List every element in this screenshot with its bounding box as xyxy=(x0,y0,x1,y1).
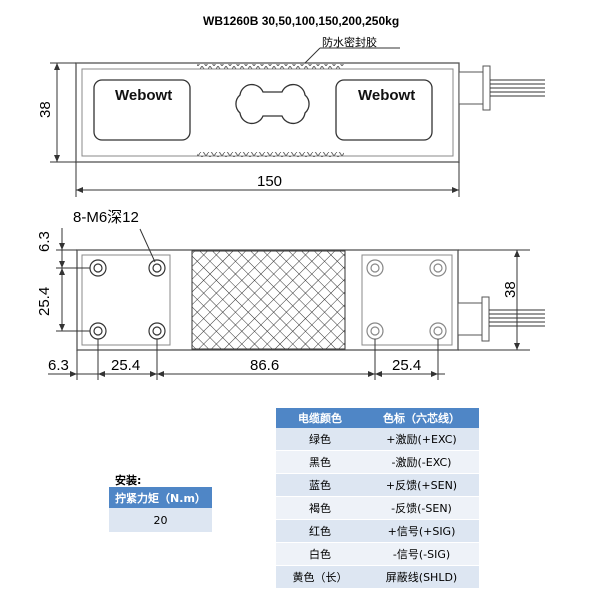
wire-color: 红色 xyxy=(276,519,364,543)
wire-color: 蓝色 xyxy=(276,473,364,497)
torque-value: 20 xyxy=(109,508,212,532)
wire-color: 绿色 xyxy=(276,428,364,451)
wire-color: 黄色（长） xyxy=(276,565,364,589)
wire-color: 白色 xyxy=(276,542,364,566)
table-row: 蓝色 +反馈(+SEN) xyxy=(276,473,479,497)
bolt-hole-right-icon xyxy=(366,259,447,340)
wire-header-code: 色标（六芯线） xyxy=(364,408,479,428)
mount-zone-left xyxy=(81,254,171,346)
seal-label: 防水密封胶 xyxy=(322,35,377,49)
hole-callout: 8-M6深12 xyxy=(73,209,139,226)
wire-table-header: 电缆颜色 色标（六芯线） xyxy=(276,408,479,428)
wire-function: -信号(-SIG) xyxy=(364,542,479,566)
table-row: 红色 +信号(+SIG) xyxy=(276,519,479,543)
wire-color-table: 电缆颜色 色标（六芯线） 绿色 +激励(+EXC) 黑色 -激励(-EXC) 蓝… xyxy=(276,408,479,589)
bottom-view: 8-M6深12 6.3 25.4 38 xyxy=(36,209,545,380)
torque-table-header: 拧紧力矩（N.m） xyxy=(109,487,212,508)
install-label: 安装: xyxy=(115,474,142,487)
table-row: 白色 -信号(-SIG) xyxy=(276,542,479,566)
label-pocket-right xyxy=(335,79,433,141)
hole-callout-leader xyxy=(139,228,156,263)
wire-color: 黑色 xyxy=(276,450,364,474)
dim-center-span: 86.6 xyxy=(250,357,279,374)
dim-top-offset: 6.3 xyxy=(36,231,53,252)
dim-top-height: 38 xyxy=(37,101,54,118)
dim-top-length: 150 xyxy=(257,173,282,190)
drawing-title: WB1260B 30,50,100,150,200,250kg xyxy=(203,14,399,28)
dim-bottom-height: 38 xyxy=(502,281,519,298)
table-row: 褐色 -反馈(-SEN) xyxy=(276,496,479,520)
table-row: 20 xyxy=(109,508,212,532)
label-pocket-left xyxy=(93,79,191,141)
mount-zone-right xyxy=(361,254,453,346)
wire-function: -反馈(-SEN) xyxy=(364,496,479,520)
table-row: 绿色 +激励(+EXC) xyxy=(276,428,479,451)
table-row: 黑色 -激励(-EXC) xyxy=(276,450,479,474)
bolt-hole-icon xyxy=(89,259,166,340)
wire-function: +激励(+EXC) xyxy=(364,428,479,451)
table-row: 黄色（长） 屏蔽线(SHLD) xyxy=(276,565,479,589)
dim-left-offset: 6.3 xyxy=(48,357,69,374)
cable-bottom-icon xyxy=(457,296,545,342)
cable-icon xyxy=(458,65,545,111)
dim-hole-spacing-right: 25.4 xyxy=(392,357,421,374)
dim-hole-spacing-left: 25.4 xyxy=(111,357,140,374)
seal-strip-top xyxy=(197,64,344,69)
wire-function: -激励(-EXC) xyxy=(364,450,479,474)
torque-header: 拧紧力矩（N.m） xyxy=(109,487,212,508)
dog-bone-icon xyxy=(235,83,310,125)
torque-table: 拧紧力矩（N.m） 20 xyxy=(109,487,212,532)
wire-function: +信号(+SIG) xyxy=(364,519,479,543)
wire-function: 屏蔽线(SHLD) xyxy=(364,565,479,589)
wire-function: +反馈(+SEN) xyxy=(364,473,479,497)
knurled-zone xyxy=(191,250,346,350)
brand-left: Webowt xyxy=(115,87,172,104)
brand-right: Webowt xyxy=(358,87,415,104)
wire-header-color: 电缆颜色 xyxy=(276,408,364,428)
top-view: 防水密封胶 Webowt Webowt 38 150 xyxy=(37,35,545,197)
dim-hole-spacing-v: 25.4 xyxy=(36,287,53,316)
seal-leader xyxy=(304,47,321,64)
seal-strip-bottom xyxy=(197,152,344,157)
wire-color: 褐色 xyxy=(276,496,364,520)
